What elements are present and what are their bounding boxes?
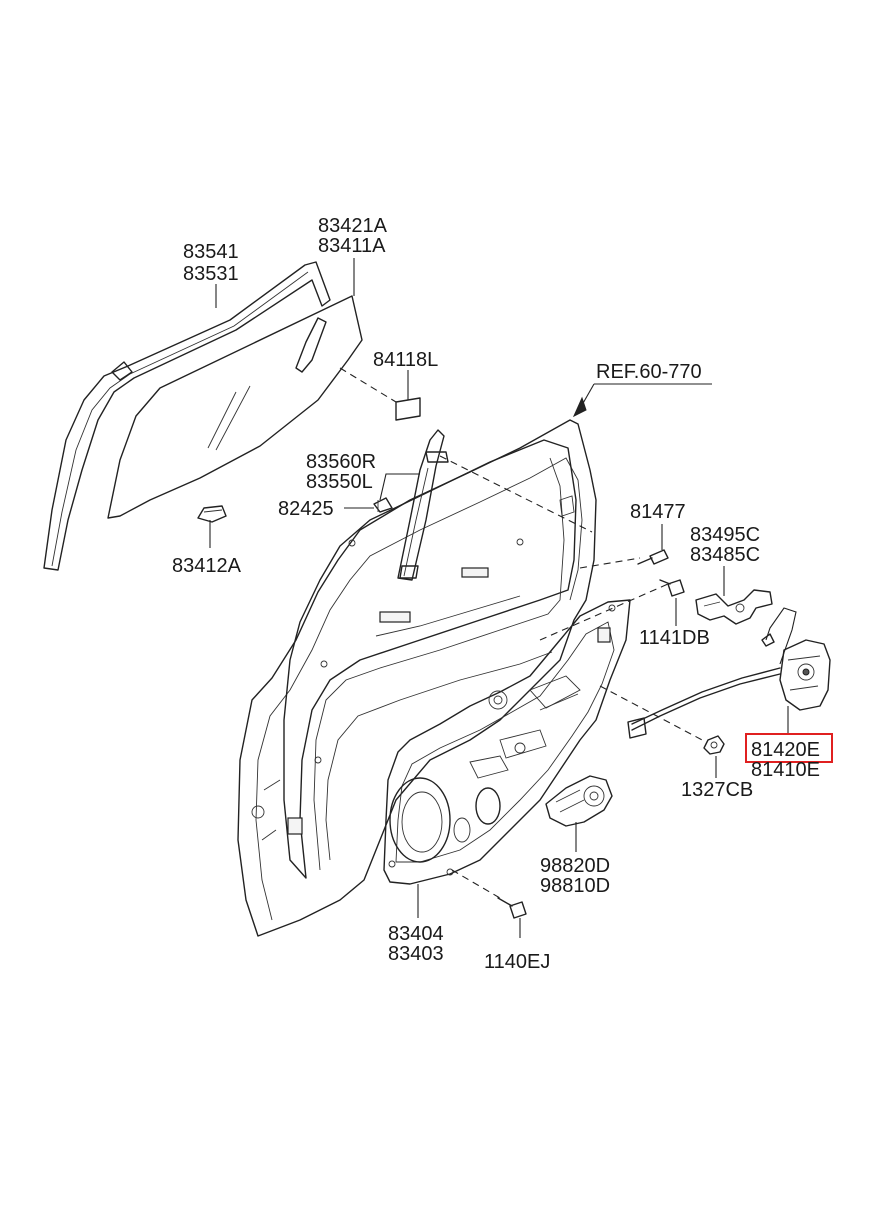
label-81477: 81477: [630, 501, 686, 523]
bolt-1141db: [659, 579, 685, 597]
handle-bracket-part: [695, 589, 773, 625]
bolt-81477: [637, 549, 669, 565]
seal-84118l-part: [395, 397, 421, 421]
label-1141db: 1141DB: [639, 627, 710, 649]
rear-channel-part: [397, 429, 449, 581]
door-frame-part: [237, 419, 597, 937]
window-motor-part: [545, 775, 613, 827]
label-83404: 83404: [388, 923, 444, 945]
label-83560r: 83560R: [306, 451, 376, 473]
label-83495c: 83495C: [690, 524, 760, 546]
label-83411a: 83411A: [318, 235, 386, 257]
nut-1327cb: [703, 735, 725, 755]
label-1140ej: 1140EJ: [484, 951, 550, 973]
highlight-box: [745, 733, 833, 763]
module-panel-part: [383, 599, 631, 885]
label-83550l: 83550L: [306, 471, 373, 493]
label-1327cb: 1327CB: [681, 779, 753, 801]
latch-cable-part: [627, 667, 781, 739]
door-latch-part: [761, 607, 831, 711]
label-81420e: 81420E: [751, 739, 820, 761]
leader-lines: [209, 258, 789, 938]
dashed-leaders: [339, 367, 707, 899]
label-82425: 82425: [278, 498, 334, 520]
label-ref: REF.60-770: [596, 361, 702, 383]
bolt-1140ej: [497, 897, 527, 919]
label-98810d: 98810D: [540, 875, 610, 897]
label-83541: 83541: [183, 241, 239, 263]
label-83531: 83531: [183, 263, 239, 285]
label-98820d: 98820D: [540, 855, 610, 877]
label-81410e: 81410E: [751, 759, 820, 781]
door-glass-part: [107, 295, 363, 523]
label-84118l: 84118L: [373, 349, 438, 371]
label-83412a: 83412A: [172, 555, 242, 577]
ref-arrow-icon: [572, 396, 587, 418]
label-83403: 83403: [388, 943, 444, 965]
run-channel-part: [43, 261, 331, 571]
clip-82425-part: [373, 497, 393, 513]
label-83485c: 83485C: [690, 544, 760, 566]
label-83421a: 83421A: [318, 215, 388, 237]
